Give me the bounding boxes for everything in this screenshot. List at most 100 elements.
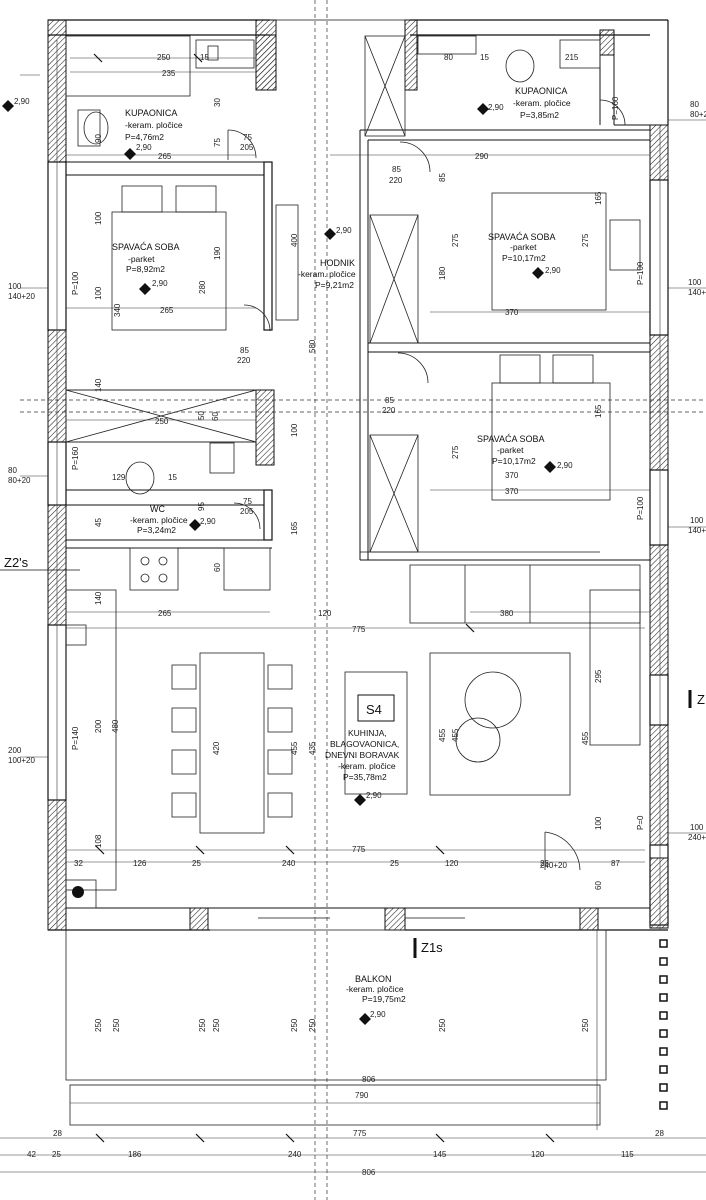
dim-label: 806 <box>362 1075 376 1084</box>
opening-label: 100 <box>688 278 702 287</box>
dim-label: 140 <box>94 591 103 605</box>
dim-label: 190 <box>213 246 222 260</box>
dim-label: 250 <box>155 417 169 426</box>
outer-walls <box>47 19 669 931</box>
dim-label: 275 <box>451 233 460 247</box>
dim-label: 87 <box>611 859 620 868</box>
dim-label: 775 <box>352 845 366 854</box>
room-level-kupaonica-2: 2,90 <box>488 103 504 112</box>
opening-label: 240+20 <box>540 861 567 870</box>
opening-label: 140+20 <box>688 288 706 297</box>
room-floor-balkon: -keram. pločice <box>346 984 404 994</box>
room-name-hodnik: HODNIK <box>320 258 355 268</box>
dim-label: 265 <box>158 609 172 618</box>
dim-label: 100 <box>8 282 22 291</box>
room-level-balkon: 2,90 <box>370 1010 386 1019</box>
dim-label: 165 <box>594 191 603 205</box>
dim-label: 126 <box>133 859 147 868</box>
dim-label: 90 <box>94 134 103 143</box>
dim-label: 145 <box>433 1150 447 1159</box>
opening-label: P=160 <box>611 96 620 120</box>
dim-label: 250 <box>212 1018 221 1032</box>
dim-label: 235 <box>162 69 176 78</box>
vertical-dimension-labels: 90 30 75 100 100 340 190 280 400 580 85 … <box>71 96 645 1032</box>
room-name-spavaca-soba-2: SPAVAĆA SOBA <box>488 232 556 242</box>
dim-label: 205 <box>240 143 254 152</box>
dim-label: 25 <box>540 859 549 868</box>
level-outside: 2,90 <box>14 97 30 106</box>
dim-label: 370 <box>505 487 519 496</box>
dim-label: 580 <box>308 339 317 353</box>
dim-label: 806 <box>362 1168 376 1177</box>
dim-label: 85 <box>240 346 249 355</box>
dim-label: 275 <box>451 445 460 459</box>
dim-label: 115 <box>621 1150 634 1159</box>
dim-label: 30 <box>213 98 222 107</box>
dim-label: 25 <box>52 1150 61 1159</box>
room-floor-spavaca-soba-1: -parket <box>128 254 155 264</box>
dim-label: 275 <box>581 233 590 247</box>
room-name3-kuhinja: DNEVNI BORAVAK <box>325 750 400 760</box>
level-markers <box>2 100 556 1025</box>
dim-label: 290 <box>475 152 489 161</box>
room-floor-wc: -keram. pločice <box>130 515 188 525</box>
dim-label: 775 <box>352 625 366 634</box>
dim-label: 220 <box>389 176 403 185</box>
dim-label: 380 <box>500 609 514 618</box>
room-name-kupaonica-2: KUPAONICA <box>515 86 567 96</box>
dim-label: 15 <box>200 53 209 62</box>
dim-label: 265 <box>158 152 172 161</box>
dim-label: 215 <box>565 53 579 62</box>
room-area-wc: P=3,24m2 <box>137 525 176 535</box>
room-name-spavaca-soba-1: SPAVAĆA SOBA <box>112 242 180 252</box>
dim-label: 220 <box>237 356 251 365</box>
dim-label: 28 <box>655 1129 664 1138</box>
dim-label: 480 <box>111 719 120 733</box>
dim-label: 250 <box>290 1018 299 1032</box>
dim-label: 100 <box>290 423 299 437</box>
room-level-kupaonica-1: 2,90 <box>136 143 152 152</box>
dim-label: 100 <box>94 286 103 300</box>
dim-label: 295 <box>594 669 603 683</box>
dim-label: 120 <box>318 609 332 618</box>
dim-label: 60 <box>213 563 222 572</box>
dim-label: 85 <box>392 165 401 174</box>
opening-label: 140+20 <box>688 526 706 535</box>
room-level-spavaca-soba-2: 2,90 <box>545 266 561 275</box>
opening-label: 80+20 <box>8 476 31 485</box>
dim-label: 15 <box>168 473 177 482</box>
room-floor-kupaonica-1: -keram. pločice <box>125 120 183 130</box>
opening-label: P=100 <box>71 271 80 295</box>
dim-label: 80 <box>444 53 453 62</box>
dim-label: 200 <box>94 719 103 733</box>
dim-label: 32 <box>74 859 83 868</box>
interior-walls <box>66 34 650 561</box>
opening-label: 240+20 <box>688 833 706 842</box>
room-area-spavaca-soba-3: P=10,17m2 <box>492 456 536 466</box>
dim-label: 340 <box>113 303 122 317</box>
dim-label: 265 <box>160 306 174 315</box>
dim-label: 790 <box>355 1091 369 1100</box>
dim-label: 370 <box>505 471 519 480</box>
dimension-labels: 250 235 15 80 15 215 265 290 75 205 265 … <box>8 53 706 1177</box>
room-area-kupaonica-1: P=4,76m2 <box>125 132 164 142</box>
dim-label: 455 <box>438 728 447 742</box>
opening-label: 100+20 <box>8 756 35 765</box>
dim-label: 108 <box>94 834 103 848</box>
room-floor-spavaca-soba-2: -parket <box>510 242 537 252</box>
dim-label: 28 <box>53 1129 62 1138</box>
dim-label: 435 <box>308 741 317 755</box>
dim-label: 250 <box>157 53 171 62</box>
dim-label: 129 <box>112 473 126 482</box>
room-level-spavaca-soba-3: 2,90 <box>557 461 573 470</box>
dim-label: 420 <box>212 741 221 755</box>
opening-label: 100 <box>690 823 704 832</box>
room-name2-kuhinja: BLAGOVAONICA, <box>330 739 399 749</box>
room-area-balkon: P=19,75m2 <box>362 994 406 1004</box>
unit-label-box <box>357 694 395 722</box>
dim-label: 140 <box>94 378 103 392</box>
dim-label: 180 <box>438 266 447 280</box>
room-area-hodnik: P=9,21m2 <box>315 280 354 290</box>
room-name-spavaca-soba-3: SPAVAĆA SOBA <box>477 434 545 444</box>
